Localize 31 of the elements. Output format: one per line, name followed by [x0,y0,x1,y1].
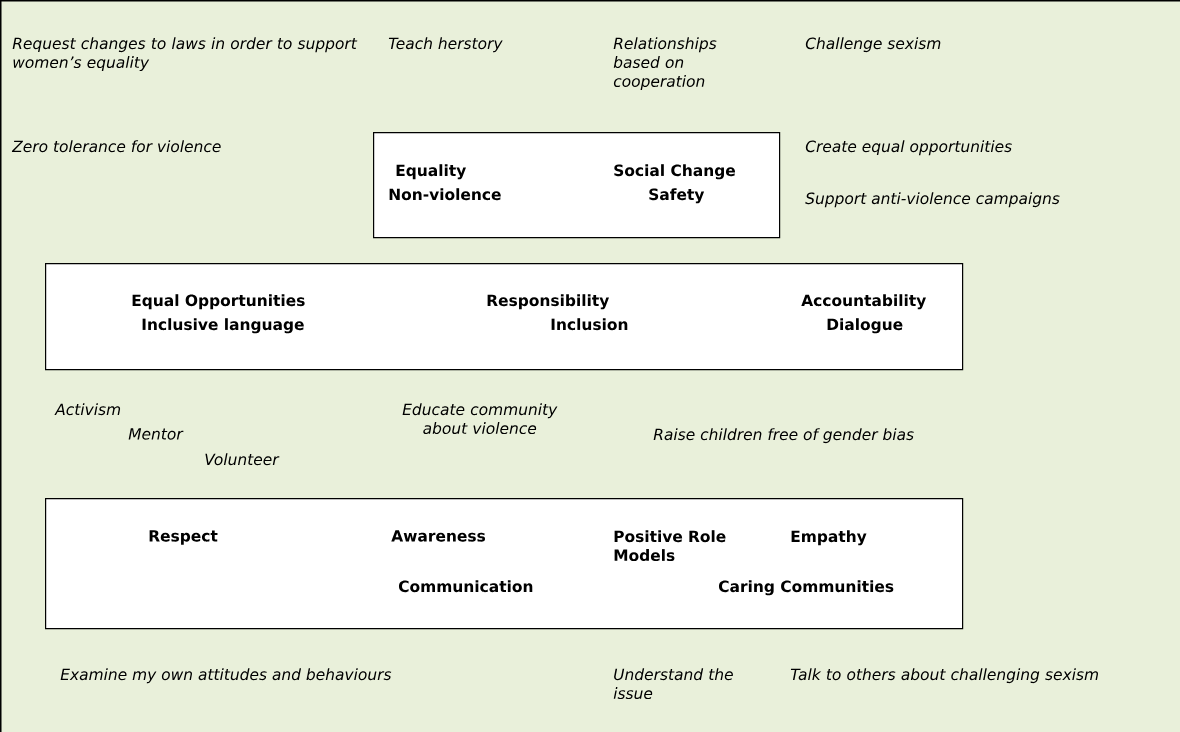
action-text: Support anti-violence campaigns [805,192,1060,208]
action-text: Volunteer [205,453,280,466]
value-text: Caring Communities [718,580,894,596]
action-text: Activism [54,403,121,416]
action-text: Teach herstory [388,37,503,53]
action-text: Talk to others about challenging sexism [790,668,1098,684]
value-text: Inclusion [551,318,628,331]
value-text: Respect [149,530,218,545]
action-text: Raise children free of gender bias [653,428,914,444]
action-text: Relationships based on cooperation [613,37,717,90]
value-text: Dialogue [827,318,903,334]
value-text: Social Change [614,164,735,180]
value-text: Inclusive language [142,318,304,334]
action-text: Examine my own attitudes and behaviours [60,668,392,684]
action-text: Request changes to laws in order to support women’s equality [12,37,358,72]
action-text: Educate community about violence [402,403,558,435]
value-text: Accountability [801,294,926,310]
value-text: Communication [398,580,533,593]
action-text: Challenge sexism [805,37,941,53]
action-text: Mentor [128,428,184,440]
value-text: Equal Opportunities [132,294,305,310]
action-text: Understand the issue [613,668,733,700]
value-text: Positive Role Models [614,530,726,562]
action-text: Zero tolerance for violence [11,140,221,153]
value-text: Non-violence [389,188,501,201]
action-text: Create equal opportunities [805,140,1012,156]
value-text: Empathy [791,530,867,546]
value-text: Equality [396,164,466,180]
value-text: Safety [649,188,705,204]
value-text: Responsibility [487,294,609,310]
value-text: Awareness [391,530,486,542]
